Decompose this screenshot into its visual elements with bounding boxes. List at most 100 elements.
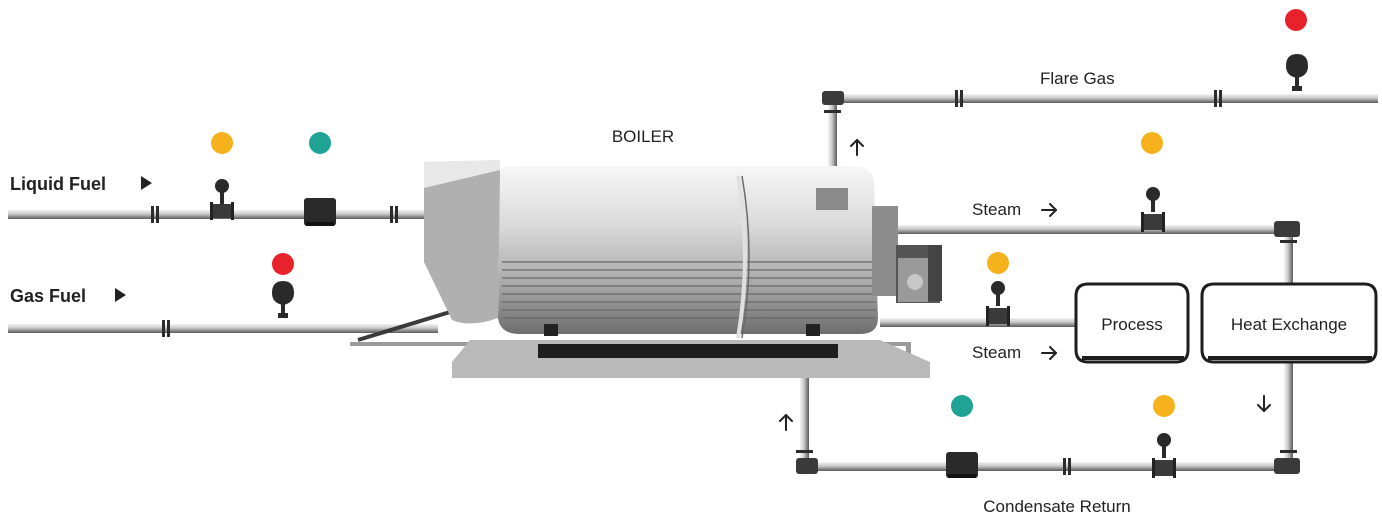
flange (1280, 240, 1297, 243)
meter-head (215, 179, 229, 193)
flange (167, 320, 170, 337)
meter-flange (1162, 212, 1165, 232)
steam-upper-pipe (898, 225, 1290, 234)
process-label: Process (1101, 315, 1162, 334)
liquid-fuel-label: Liquid Fuel (10, 174, 106, 194)
boiler-seam (736, 175, 747, 339)
flange (1280, 450, 1297, 453)
status-dot-liquid-meter (211, 132, 233, 154)
flange (960, 90, 963, 107)
status-dot-condensate-meter (1153, 395, 1175, 417)
flow-meter-icon (986, 281, 1010, 326)
flange (824, 110, 841, 113)
flow-meter-icon (210, 179, 234, 220)
boiler-burner-port (907, 274, 923, 290)
boiler-label: BOILER (612, 127, 674, 146)
elbows (796, 91, 1300, 474)
meter-stem (996, 294, 1000, 306)
meter-head (1157, 433, 1171, 447)
flanges (151, 90, 1297, 475)
transmitter-body (304, 198, 336, 226)
status-dot-steam-lower-meter (987, 252, 1009, 274)
heat-exchange-box (1200, 282, 1378, 364)
gas-feed-strut (357, 310, 451, 342)
flare-vertical-pipe (828, 100, 837, 168)
steam-lower-pipe (880, 318, 1080, 327)
flange (156, 206, 159, 223)
boiler-foot (544, 324, 558, 336)
elbow-steam-right (1274, 221, 1300, 237)
transmitter-box-icon (304, 198, 336, 226)
elbow-condensate-left (796, 458, 818, 474)
gas-fuel-label: Gas Fuel (10, 286, 86, 306)
sensor-base (1292, 86, 1302, 91)
arrow-right-icon (1041, 203, 1057, 217)
sensor-head (1286, 54, 1308, 78)
meter-head (991, 281, 1005, 295)
meter-head (1146, 187, 1160, 201)
flow-arrows (779, 139, 1271, 431)
status-dot-liquid-box (309, 132, 331, 154)
flange (151, 206, 154, 223)
steam-lower-label: Steam (972, 343, 1021, 362)
flange (1063, 458, 1066, 475)
status-dot-steam-upper-meter (1141, 132, 1163, 154)
sensor-base (278, 313, 288, 318)
process-box (1074, 282, 1190, 364)
flange (1068, 458, 1071, 475)
boiler-rear-flange (872, 206, 898, 296)
steam-upper-label: Steam (972, 200, 1021, 219)
status-dot-flare-meter (1285, 9, 1307, 31)
sensor-icon (272, 281, 294, 318)
condensate-return-label: Condensate Return (983, 497, 1130, 516)
boiler (424, 160, 942, 378)
elbow-condensate-right (1274, 458, 1300, 474)
process-unit: Process (1074, 282, 1190, 364)
meter-body (1154, 460, 1174, 476)
meter-flange (1141, 212, 1144, 232)
flow-meter-icon (1152, 433, 1176, 478)
flange (796, 450, 813, 453)
flange (390, 206, 393, 223)
boiler-foot (806, 324, 820, 336)
arrow-up-icon (850, 139, 864, 156)
flange (395, 206, 398, 223)
meter-stem (1162, 446, 1166, 458)
status-dot-condensate-box (951, 395, 973, 417)
elbow-flare (822, 91, 844, 105)
meter-flange (231, 202, 234, 220)
flow-meter-icon (1141, 187, 1165, 232)
meter-flange (986, 306, 989, 326)
meter-body (1143, 214, 1163, 230)
flare-gas-pipe (832, 94, 1378, 103)
condensate-pipe (800, 462, 1292, 471)
boiler-seam-shadow (741, 175, 750, 339)
boiler-burner-cap (928, 245, 942, 301)
status-dot-gas-meter (272, 253, 294, 275)
flange (1214, 90, 1217, 107)
flange (955, 90, 958, 107)
heat-exchange-unit: Heat Exchange (1200, 282, 1378, 364)
meter-flange (210, 202, 213, 220)
arrow-right-icon (1041, 346, 1057, 360)
meter-flange (1007, 306, 1010, 326)
transmitter-foot (306, 222, 334, 226)
arrow-down-icon (1257, 395, 1271, 412)
boiler-base-slot (538, 344, 838, 358)
heat-exchange-label: Heat Exchange (1231, 315, 1347, 334)
arrow-up-icon (779, 414, 793, 431)
flange (162, 320, 165, 337)
condensate-vertical-pipe (800, 378, 809, 468)
sensor-head (272, 281, 294, 305)
sensor-stem (1295, 76, 1299, 88)
status-indicators (211, 9, 1307, 417)
transmitter-foot (948, 474, 976, 478)
flange (1219, 90, 1222, 107)
boiler-shell (498, 166, 878, 334)
meter-body (212, 204, 232, 218)
meter-stem (220, 192, 224, 204)
boiler-shell-left (424, 170, 500, 324)
sensor-stem (281, 303, 285, 315)
flare-gas-label: Flare Gas (1040, 69, 1115, 88)
